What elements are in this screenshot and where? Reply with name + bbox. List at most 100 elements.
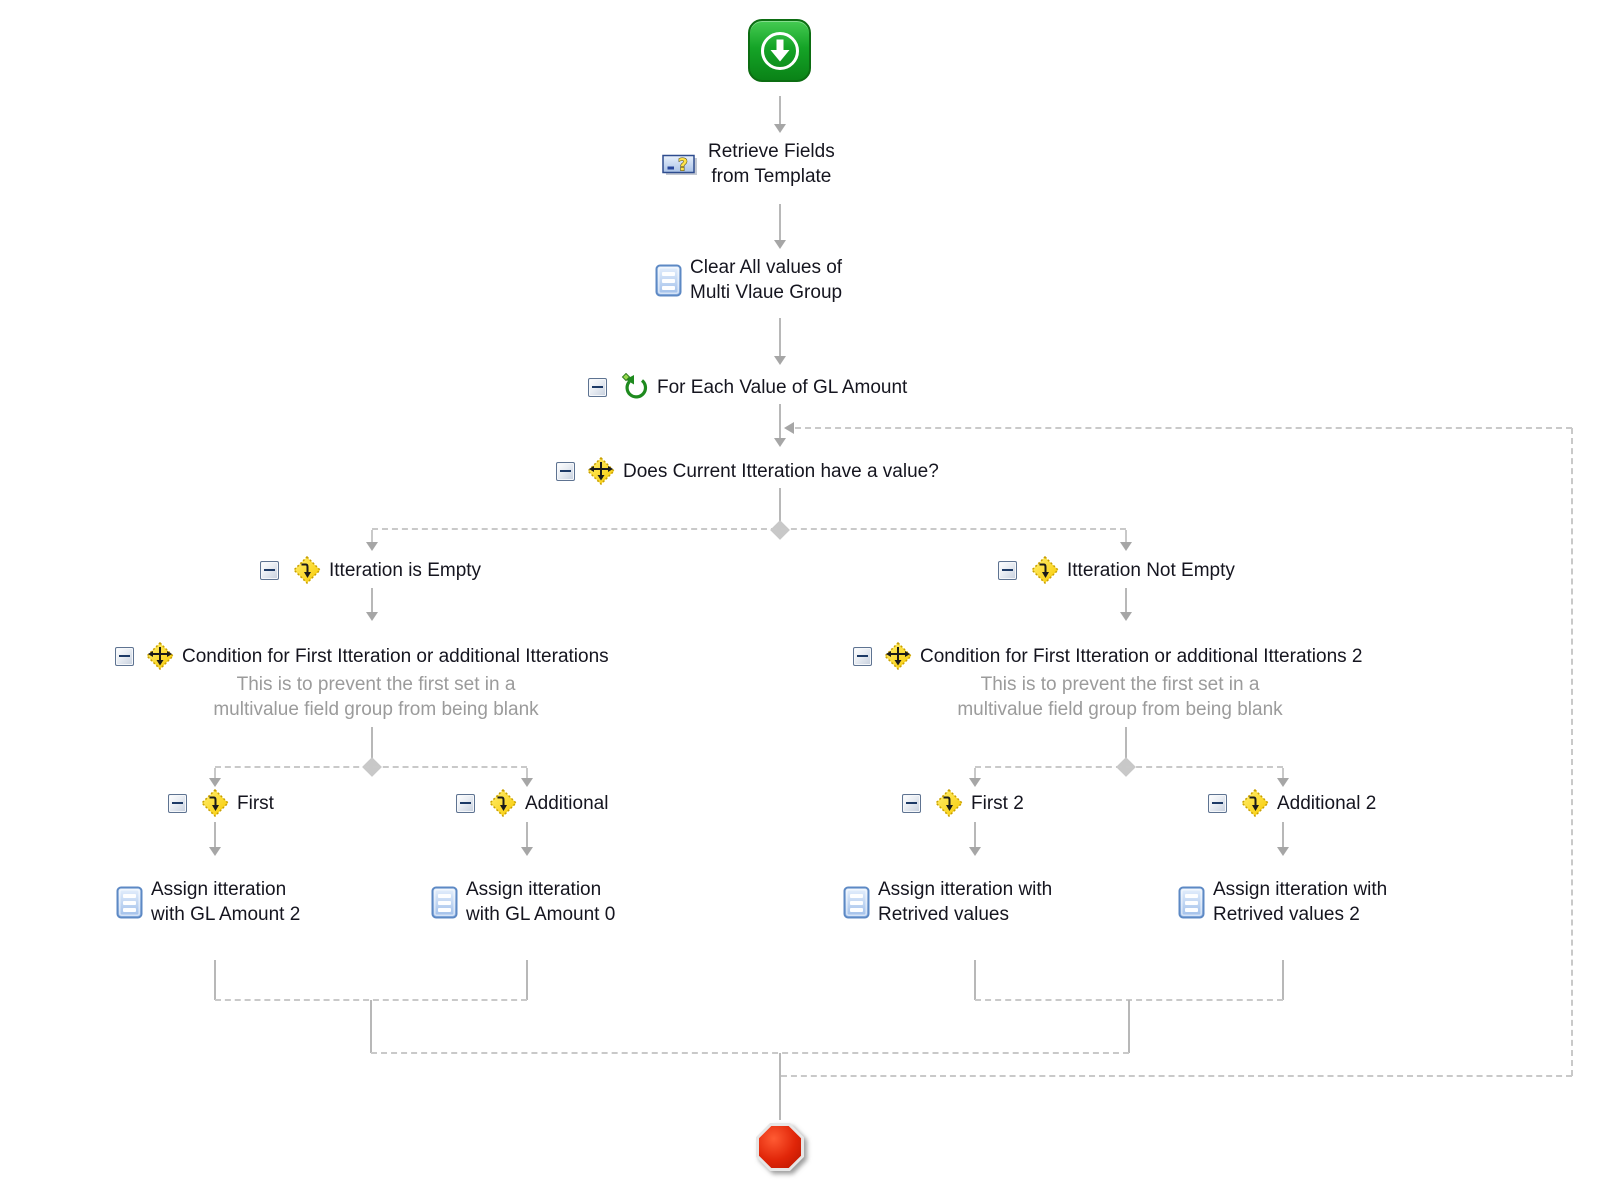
node-label: Additional 2 bbox=[1277, 792, 1377, 814]
flow-arrow bbox=[969, 847, 981, 856]
branch-diamond-icon bbox=[1031, 556, 1059, 584]
flow-arrow bbox=[366, 612, 378, 621]
merge-diamond bbox=[770, 520, 790, 540]
connector-line bbox=[975, 766, 1283, 768]
node-retrieve-fields[interactable]: Retrieve Fields from Template bbox=[662, 139, 835, 189]
stop-icon bbox=[756, 1123, 804, 1171]
node-first[interactable]: First bbox=[168, 789, 274, 817]
connector-line bbox=[779, 488, 781, 521]
connector-line bbox=[215, 766, 527, 768]
node-label: Does Current Itteration have a value? bbox=[623, 460, 939, 482]
node-label: For Each Value of GL Amount bbox=[657, 376, 908, 398]
collapse-toggle[interactable] bbox=[1208, 793, 1227, 813]
connector-line bbox=[779, 404, 781, 438]
connector-line bbox=[974, 960, 976, 1000]
node-assign-gl-amount-2[interactable]: Assign itteration with GL Amount 2 bbox=[116, 877, 300, 927]
flow-arrow bbox=[774, 356, 786, 365]
flow-arrow bbox=[774, 124, 786, 133]
connector-line bbox=[779, 204, 781, 240]
decision-diamond-icon bbox=[587, 457, 615, 485]
node-label: Itteration is Empty bbox=[329, 559, 482, 581]
flow-arrow bbox=[774, 240, 786, 249]
flow-arrow bbox=[521, 847, 533, 856]
node-condition-left[interactable]: Condition for First Itteration or additi… bbox=[115, 642, 609, 670]
branch-diamond-icon bbox=[293, 556, 321, 584]
collapse-toggle[interactable] bbox=[902, 793, 921, 813]
loopback-line bbox=[1571, 428, 1573, 1076]
node-itteration-not-empty[interactable]: Itteration Not Empty bbox=[998, 556, 1235, 584]
node-label: Assign itteration with GL Amount 0 bbox=[466, 879, 616, 925]
connector-line bbox=[1125, 588, 1127, 612]
loopback-line bbox=[795, 427, 1572, 429]
connector-line bbox=[1282, 768, 1284, 778]
node-assign-retrived-values-2[interactable]: Assign itteration with Retrived values 2 bbox=[1178, 877, 1387, 927]
node-label: Itteration Not Empty bbox=[1067, 559, 1235, 581]
decision-diamond-icon bbox=[884, 642, 912, 670]
document-lines-icon bbox=[431, 886, 458, 919]
document-lines-icon bbox=[655, 264, 682, 297]
flow-arrow-left bbox=[784, 422, 794, 434]
node-clear-values[interactable]: Clear All values of Multi Vlaue Group bbox=[655, 255, 842, 305]
node-label: Condition for First Itteration or additi… bbox=[182, 645, 609, 667]
connector-line bbox=[371, 530, 373, 542]
collapse-toggle[interactable] bbox=[588, 377, 607, 397]
collapse-toggle[interactable] bbox=[456, 793, 475, 813]
connector-line bbox=[526, 960, 528, 1000]
node-condition-right[interactable]: Condition for First Itteration or additi… bbox=[853, 642, 1363, 670]
flow-arrow bbox=[1120, 612, 1132, 621]
collapse-toggle[interactable] bbox=[853, 646, 872, 666]
flow-arrow bbox=[1277, 778, 1289, 787]
connector-line bbox=[371, 588, 373, 612]
connector-line bbox=[1282, 960, 1284, 1000]
node-itteration-is-empty[interactable]: Itteration is Empty bbox=[260, 556, 481, 584]
node-label: Condition for First Itteration or additi… bbox=[920, 645, 1363, 667]
flow-arrow bbox=[774, 438, 786, 447]
start-arrow-icon bbox=[760, 31, 799, 70]
collapse-toggle[interactable] bbox=[115, 646, 134, 666]
collapse-toggle[interactable] bbox=[260, 560, 279, 580]
node-for-each[interactable]: For Each Value of GL Amount bbox=[588, 373, 907, 401]
connector-line bbox=[214, 822, 216, 847]
connector-line bbox=[371, 1052, 1129, 1054]
branch-diamond-icon bbox=[201, 789, 229, 817]
collapse-toggle[interactable] bbox=[998, 560, 1017, 580]
node-label: Retrieve Fields from Template bbox=[708, 141, 835, 187]
connector-line bbox=[779, 1053, 781, 1120]
node-assign-gl-amount-0[interactable]: Assign itteration with GL Amount 0 bbox=[431, 877, 615, 927]
connector-line bbox=[1282, 822, 1284, 847]
node-assign-retrived-values[interactable]: Assign itteration with Retrived values bbox=[843, 877, 1052, 927]
node-additional-2[interactable]: Additional 2 bbox=[1208, 789, 1376, 817]
connector-line bbox=[974, 768, 976, 778]
node-label: First 2 bbox=[971, 792, 1024, 814]
flow-arrow bbox=[209, 778, 221, 787]
node-label: First bbox=[237, 792, 274, 814]
connector-line bbox=[779, 96, 781, 124]
connector-line bbox=[370, 1000, 372, 1053]
flow-arrow bbox=[366, 542, 378, 551]
node-label: Assign itteration with Retrived values bbox=[878, 879, 1053, 925]
connector-line bbox=[1125, 727, 1127, 759]
branch-diamond-icon bbox=[935, 789, 963, 817]
document-lines-icon bbox=[116, 886, 143, 919]
node-start[interactable] bbox=[748, 19, 811, 82]
connector-line bbox=[1125, 530, 1127, 542]
node-label: Assign itteration with Retrived values 2 bbox=[1213, 879, 1388, 925]
node-label: Assign itteration with GL Amount 2 bbox=[151, 879, 301, 925]
node-does-current-itteration[interactable]: Does Current Itteration have a value? bbox=[556, 457, 939, 485]
node-label: Additional bbox=[525, 792, 609, 814]
node-end[interactable] bbox=[756, 1123, 804, 1171]
collapse-toggle[interactable] bbox=[556, 461, 575, 481]
flow-arrow bbox=[1120, 542, 1132, 551]
flow-arrow bbox=[521, 778, 533, 787]
node-first-2[interactable]: First 2 bbox=[902, 789, 1024, 817]
connector-line bbox=[779, 318, 781, 356]
decision-diamond-icon bbox=[146, 642, 174, 670]
branch-diamond-icon bbox=[489, 789, 517, 817]
flow-arrow bbox=[969, 778, 981, 787]
flow-arrow bbox=[1277, 847, 1289, 856]
connector-line bbox=[214, 960, 216, 1000]
collapse-toggle[interactable] bbox=[168, 793, 187, 813]
loopback-line bbox=[781, 1075, 1572, 1077]
connector-line bbox=[371, 727, 373, 759]
node-additional[interactable]: Additional bbox=[456, 789, 608, 817]
